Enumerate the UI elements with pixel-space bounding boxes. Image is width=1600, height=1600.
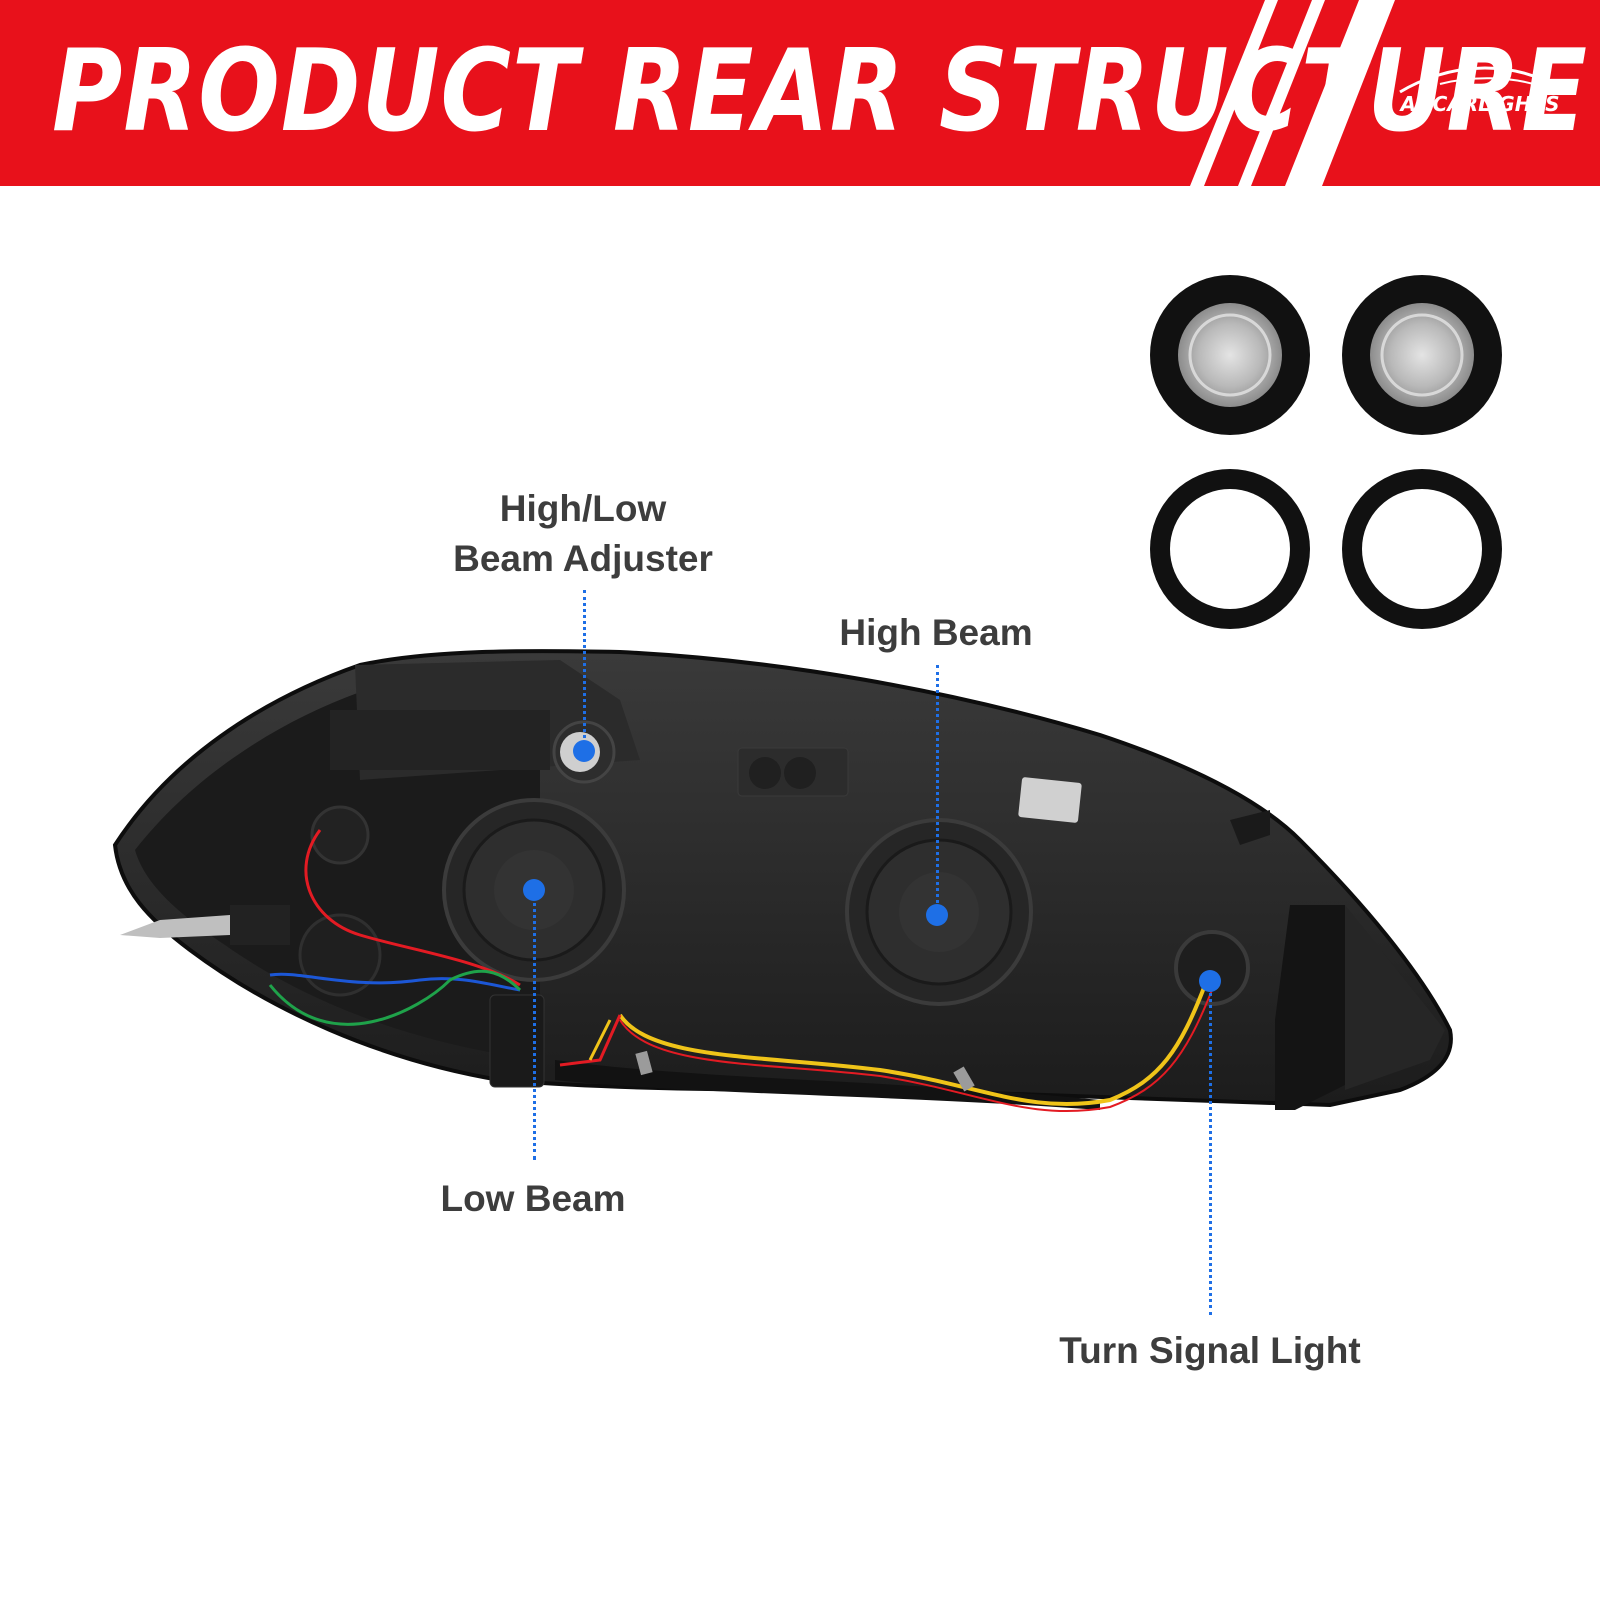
beam-adjuster-label-line1: High/Low [499, 488, 667, 529]
beam-adjuster-leader [583, 590, 586, 750]
beam-adjuster-label: High/Low Beam Adjuster [418, 484, 748, 584]
header-banner: PRODUCT REAR STRUCTURE ADCARLIGHTS [0, 0, 1600, 186]
brand-logo: ADCARLIGHTS [1380, 58, 1580, 130]
car-outline-icon [1399, 66, 1563, 94]
high-beam-dot [926, 904, 948, 926]
high-beam-leader [936, 665, 939, 910]
brand-name: ADCARLIGHTS [1400, 92, 1560, 116]
low-beam-leader [533, 890, 536, 1160]
wiring-harness [268, 829, 1213, 1113]
dust-cap-rings [1150, 275, 1502, 629]
page-title: PRODUCT REAR STRUCTURE [52, 24, 1588, 158]
low-beam-dot [523, 879, 545, 901]
low-beam-label: Low Beam [440, 1178, 626, 1219]
wire-clips [635, 1050, 975, 1092]
turn-signal-label: Turn Signal Light [1059, 1330, 1361, 1371]
beam-adjuster-dot [573, 740, 595, 762]
turn-signal-leader [1209, 980, 1212, 1315]
high-beam-label: High Beam [839, 612, 1033, 653]
headlight-housing [112, 649, 1453, 1110]
beam-adjuster-label-line2: Beam Adjuster [453, 538, 713, 579]
turn-signal-dot [1199, 970, 1221, 992]
banner-background [0, 0, 1600, 186]
